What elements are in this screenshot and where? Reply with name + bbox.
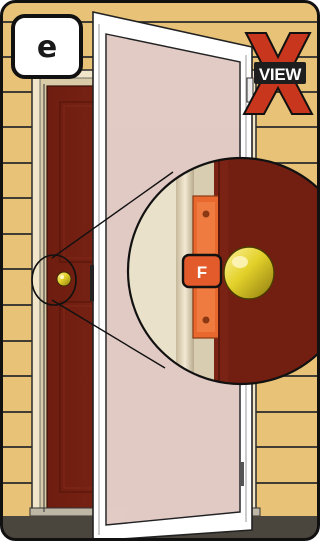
door-knob bbox=[224, 247, 274, 299]
step-label: e bbox=[37, 30, 57, 65]
door-knob-small bbox=[57, 272, 71, 286]
step-badge: e bbox=[13, 16, 81, 77]
x-view-text: VIEW bbox=[259, 65, 303, 84]
callout-label-text: F bbox=[197, 263, 207, 282]
callout-label-f: F bbox=[183, 255, 221, 287]
